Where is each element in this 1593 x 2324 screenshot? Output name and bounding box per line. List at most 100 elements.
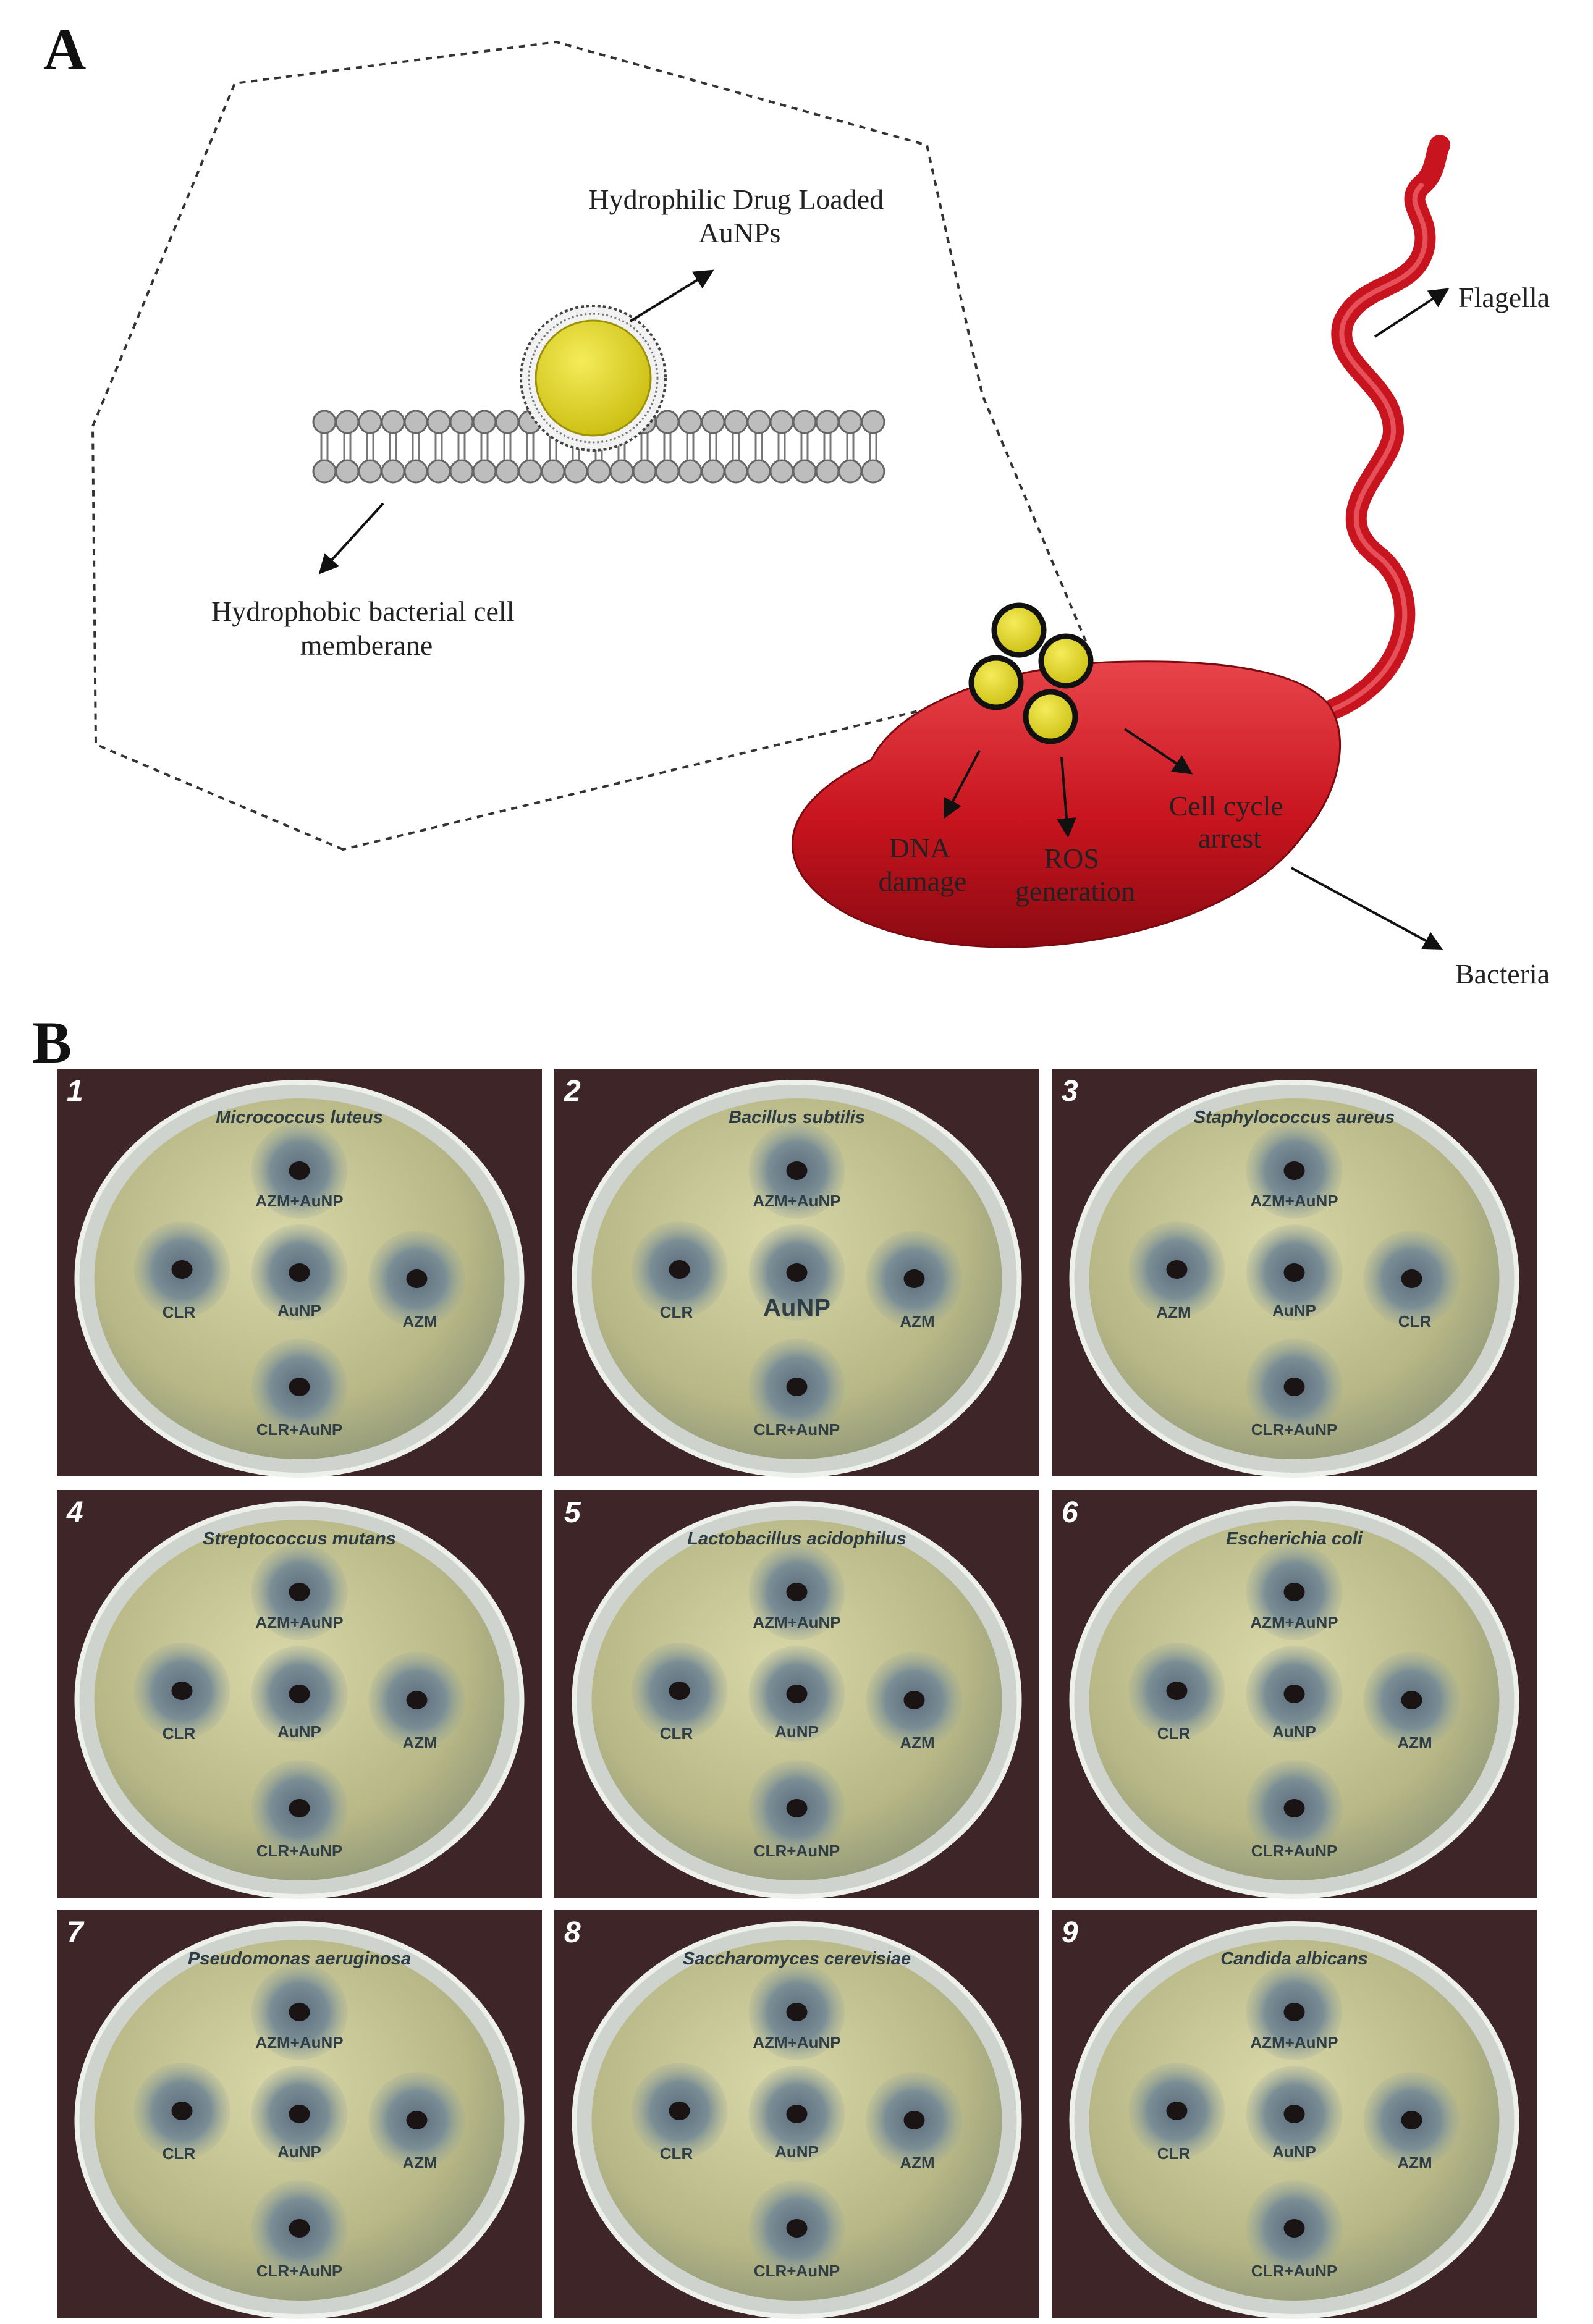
lipid-head <box>815 459 840 484</box>
lipid-head <box>312 459 337 484</box>
panel-a: A Hydrophilic Drug Loaded <box>43 16 1550 990</box>
well-label: CLR <box>1398 1312 1432 1331</box>
agar-well <box>1283 2219 1305 2238</box>
well-label: CLR+AuNP <box>256 1842 342 1860</box>
lipid-head <box>518 459 543 484</box>
callout-outline <box>91 40 1089 851</box>
lipid-head <box>358 410 382 434</box>
plate-number: 1 <box>67 1075 83 1108</box>
agar-well <box>786 2105 808 2123</box>
lipid-head <box>792 410 817 434</box>
lipid-head <box>861 410 885 434</box>
agar-well <box>1166 1260 1188 1279</box>
lipid-head <box>472 459 497 484</box>
agar-well <box>786 1799 808 1817</box>
lipid-head <box>495 459 520 484</box>
agar-well <box>786 1161 808 1180</box>
agar-well <box>786 2003 808 2021</box>
well-label: AZM <box>900 2153 934 2172</box>
agar-well <box>289 1685 310 1703</box>
well-label: CLR <box>163 2144 196 2163</box>
agar-well <box>171 2102 193 2120</box>
label-ros-generation: ROS generation <box>1015 843 1135 907</box>
agar-well <box>289 1378 310 1396</box>
aunp-2 <box>1038 633 1094 689</box>
arrow-cell-cycle <box>1123 728 1193 775</box>
label-bacteria: Bacteria <box>1455 958 1550 990</box>
arrow-ros <box>1057 756 1076 838</box>
aunp-4 <box>1023 689 1078 744</box>
plate-number: 4 <box>66 1496 83 1529</box>
panel-a-letter: A <box>43 16 86 82</box>
well-label: AZM+AuNP <box>1250 2033 1338 2052</box>
label-cell-cycle-arrest: Cell cycle arrest <box>1169 790 1291 854</box>
aunp-cluster <box>968 602 1094 744</box>
agar-well <box>171 1260 193 1279</box>
well-label: AuNP <box>763 1294 830 1321</box>
plate-number: 9 <box>1062 1916 1078 1949</box>
agar-well <box>903 2111 925 2129</box>
agar-well <box>1283 1685 1305 1703</box>
agar-well <box>289 1583 310 1601</box>
agar-well <box>903 1691 925 1709</box>
lipid-head <box>335 459 360 484</box>
well-label: AuNP <box>1272 1722 1316 1741</box>
well-label: AZM <box>1156 1303 1191 1321</box>
lipid-head <box>724 459 748 484</box>
well-label: AZM <box>402 1733 437 1752</box>
panel-b: B AZM+AuNP CLR AuNP AZM CLR+AuNP 1Micrococcus… <box>32 1009 1537 2319</box>
well-label: CLR+AuNP <box>1251 1420 1337 1439</box>
well-label: CLR <box>163 1724 196 1743</box>
plate-organism-title: Lactobacillus acidophilus <box>687 1529 906 1549</box>
lipid-head <box>404 410 428 434</box>
agar-well <box>1283 1583 1305 1601</box>
well-label: AZM <box>900 1733 934 1752</box>
lipid-head <box>792 459 817 484</box>
aunp-1 <box>991 602 1047 658</box>
lipid-head <box>724 410 748 434</box>
lipid-head <box>564 459 588 484</box>
agar-well <box>1166 1682 1188 1700</box>
label-membrane: Hydrophobic bacterial cell memberane <box>211 596 522 661</box>
lipid-head <box>769 410 794 434</box>
plate-number: 7 <box>67 1916 85 1949</box>
well-label: CLR <box>1157 2144 1191 2163</box>
well-label: AZM <box>1397 1733 1432 1752</box>
lipid-head <box>746 410 771 434</box>
well-label: AZM <box>402 2153 437 2172</box>
well-label: AuNP <box>775 2142 819 2161</box>
plate-organism-title: Escherichia coli <box>1226 1529 1363 1549</box>
agar-well <box>1283 1378 1305 1396</box>
well-label: CLR+AuNP <box>256 2262 342 2280</box>
lipid-head <box>701 459 725 484</box>
panel-b-letter: B <box>32 1009 72 1076</box>
plate-number: 8 <box>564 1916 581 1949</box>
agar-well <box>1283 1161 1305 1180</box>
lipid-bilayer <box>312 410 885 484</box>
well-label: CLR <box>660 1724 693 1743</box>
plate-number: 3 <box>1062 1075 1078 1108</box>
well-label: AZM+AuNP <box>753 1613 840 1631</box>
flagella <box>1303 135 1450 727</box>
lipid-head <box>426 410 451 434</box>
well-label: CLR <box>163 1303 196 1321</box>
label-drug-loaded: Hydrophilic Drug Loaded AuNPs <box>588 183 890 248</box>
agar-well <box>1283 1263 1305 1282</box>
lipid-head <box>449 459 474 484</box>
lipid-head <box>678 410 703 434</box>
aunp-3 <box>968 655 1024 710</box>
plate-organism-title: Micrococcus luteus <box>216 1108 383 1127</box>
agar-well <box>786 1378 808 1396</box>
well-label: AZM+AuNP <box>255 1613 343 1631</box>
well-label: AuNP <box>277 1301 321 1320</box>
lipid-head <box>381 410 405 434</box>
agar-well <box>171 1682 193 1700</box>
lipid-head <box>838 459 863 484</box>
lipid-head <box>335 410 360 434</box>
well-label: AZM <box>1397 2153 1432 2172</box>
